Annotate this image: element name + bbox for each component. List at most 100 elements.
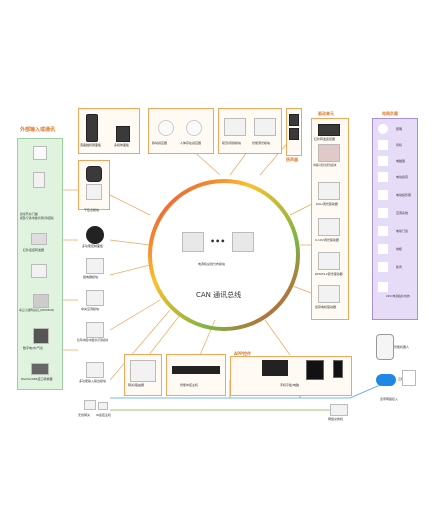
load-label: 风机 [396, 143, 403, 147]
center-left-label: 继电器模块 [83, 275, 99, 279]
top-item-label: 吸顶/音频模块 [222, 141, 242, 145]
center-left-label: 新风/地暖/电器/执行器模块 [77, 339, 109, 342]
light-icon [378, 124, 388, 134]
bus-dots: ••• [210, 237, 226, 246]
bottom-box-2 [166, 354, 226, 396]
module-icon [86, 184, 102, 200]
presence-sensor-icon [186, 120, 202, 136]
projector-screen-icon [378, 190, 388, 200]
dmx-driver-icon [318, 252, 340, 270]
multi-panel-icon [86, 226, 104, 244]
dimmer-module-icon [254, 118, 276, 136]
ir-host-icon [98, 402, 108, 410]
center-left-label: 干接点模块 [84, 208, 100, 212]
can-bus-label: CAN 通讯总线 [196, 291, 242, 299]
curtain-driver-icon [318, 285, 340, 303]
hvac-module-icon [86, 322, 104, 338]
load-label: 照明 [396, 127, 403, 131]
network-label: 宽带网络接入 [380, 397, 399, 401]
window-icon [378, 226, 388, 236]
fresh-air-icon [378, 262, 388, 272]
top-item-label: 液晶触摸屏面板 [80, 143, 102, 147]
left-item-label: 串口/无线网关接口(MODBUS) [19, 309, 55, 312]
load-label: 电动门窗 [396, 229, 409, 233]
ir-sensor-icon [33, 172, 45, 188]
relay-module-icon [86, 258, 104, 274]
center-left-label: 多功能输入输出模块 [79, 379, 107, 383]
center-left-label: 多功能控制面板 [82, 244, 104, 248]
center-left-label: 中央空调模块 [81, 307, 100, 311]
lock-icon [378, 156, 388, 166]
robot-icon [376, 334, 394, 360]
load-label: 电动投影幕 [396, 193, 412, 197]
left-item-label: 窗帘开关/门磁 [20, 212, 38, 216]
dry-contact-icon [86, 166, 102, 182]
laptop-icon [262, 360, 288, 376]
bottom-label: 智能中控主机 [180, 383, 199, 387]
load-label: 电磁锁 [396, 159, 406, 163]
host-icon [172, 366, 220, 374]
barcode-icon [402, 370, 416, 386]
drivers-title: 驱动单元 [318, 111, 334, 116]
speaker-icon [289, 128, 299, 140]
app-panel [230, 356, 352, 396]
driver-label: DALI调光驱动器 [316, 202, 338, 206]
left-input-title: 外部输入或通讯 [20, 127, 56, 133]
curtain-icon [378, 172, 388, 182]
driver-label: 红外转发遥控器 [314, 137, 336, 141]
dali-driver-icon [318, 182, 340, 200]
ir-remote-icon [31, 264, 47, 278]
top-item-label: 移动感应器 [152, 141, 168, 145]
bottom-label: 无线网关 [78, 413, 91, 417]
emergency-panel-icon [330, 404, 348, 416]
io-module-icon [86, 362, 104, 378]
motion-sensor-icon [158, 120, 174, 136]
bottom-label: 网关/路由器 [128, 383, 145, 387]
sensor-icon [33, 146, 47, 160]
tablet-icon [306, 360, 324, 380]
load-label: 新风 [396, 265, 403, 269]
bottom-label: 手机平板/电脑 [280, 383, 300, 387]
left-item-label: RS232/485接口转换器 [21, 377, 53, 381]
cloud-icon [376, 374, 396, 386]
ir-controller-icon [318, 124, 340, 136]
left-item-label: 红外遥控转发器 [23, 248, 45, 252]
socket-icon [378, 282, 388, 292]
load-label: 电动窗帘 [396, 175, 409, 179]
driver-label: 单路可控硅调光模块 [313, 164, 337, 167]
loads-title: 电网负载 [382, 111, 398, 116]
bus-module-left [182, 232, 204, 252]
speaker-title: 扬声器 [286, 157, 298, 162]
top-item-label: 人体存在感应器 [180, 141, 202, 145]
left-item-label: 报警/空调/地暖/新风控制面板 [20, 217, 54, 220]
wireless-gateway-icon [84, 400, 96, 410]
speaker-icon [289, 114, 299, 126]
audio-module-icon [224, 118, 246, 136]
converter-icon [31, 363, 49, 375]
phone-icon [333, 360, 343, 378]
top-item-label: 多媒体面板 [114, 143, 130, 147]
load-label: 空调系统 [396, 211, 409, 215]
floor-heat-icon [378, 244, 388, 254]
ac-panel-icon [31, 233, 47, 245]
fan-icon [378, 140, 388, 150]
left-item-label: 数字电/水/气表 [23, 346, 44, 350]
bus-module-right [232, 232, 254, 252]
driver-label: 0-10V调光驱动器 [315, 238, 339, 242]
load-label: 地暖 [396, 247, 403, 251]
top-item-label: 智能调光模块 [252, 141, 271, 145]
bottom-label: IR遥控主机 [96, 413, 111, 417]
media-panel-icon [116, 126, 130, 142]
ac-icon [378, 208, 388, 218]
meter-icon [33, 328, 49, 344]
scr-dimmer-icon [318, 144, 340, 162]
router-icon [130, 360, 156, 382]
ac-module-icon [86, 290, 104, 306]
switch-label: 网络交换机 [328, 417, 344, 421]
app-title: APP控件 [234, 351, 251, 356]
dimmer-0-10-icon [318, 218, 340, 236]
driver-label: 窗帘电机驱动器 [315, 305, 337, 309]
robot-label: 智能机器人 [394, 345, 410, 349]
gateway-icon [33, 294, 49, 308]
load-label: 220V电源插座(电池) [386, 295, 411, 298]
